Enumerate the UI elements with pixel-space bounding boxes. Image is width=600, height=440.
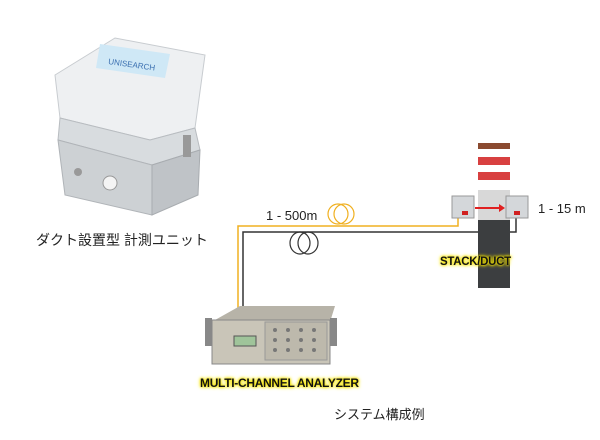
cable-distance-label: 1 - 500m bbox=[266, 208, 318, 223]
analyzer-label: MULTI-CHANNEL ANALYZER bbox=[200, 376, 359, 390]
path-distance-label: 1 - 15 m bbox=[538, 201, 586, 216]
logo-label bbox=[96, 44, 170, 78]
fiber-coil-icon bbox=[327, 203, 355, 225]
cable-coil-icon bbox=[289, 231, 319, 255]
stack-label: STACK/DUCT bbox=[440, 256, 511, 268]
receiver-box bbox=[505, 195, 529, 219]
unit-label: ダクト設置型 計測ユニット bbox=[36, 232, 208, 248]
signal-cable bbox=[242, 217, 517, 325]
transmitter-box bbox=[451, 195, 475, 219]
arrow-head-icon bbox=[499, 204, 505, 212]
analyzer-image bbox=[205, 306, 337, 365]
caption: システム構成例 bbox=[334, 407, 425, 422]
fiber-cable bbox=[237, 214, 459, 325]
duct-mounted-unit-image: UNISEARCH bbox=[54, 37, 206, 216]
stack-image bbox=[478, 143, 510, 288]
